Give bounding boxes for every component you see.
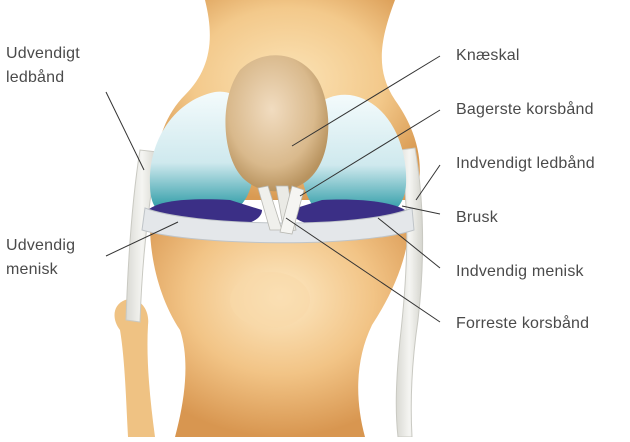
label-indvendigt-ledbaand: Indvendigt ledbånd	[456, 152, 595, 176]
leader-udvendigt-ledbaand	[106, 92, 144, 170]
label-brusk: Brusk	[456, 206, 498, 230]
label-forreste-korsbaand: Forreste korsbånd	[456, 312, 589, 336]
label-line: ledbånd	[6, 66, 80, 90]
label-line: menisk	[6, 258, 75, 282]
label-bagerste-korsbaand: Bagerste korsbånd	[456, 98, 594, 122]
label-knaeskal: Knæskal	[456, 44, 520, 68]
label-udvendig-menisk: Udvendig menisk	[6, 234, 75, 282]
label-line: Udvendig	[6, 234, 75, 258]
label-line: Udvendigt	[6, 42, 80, 66]
tibia-bone	[150, 222, 410, 437]
tibia-texture	[230, 272, 310, 328]
patella	[225, 55, 328, 191]
label-udvendigt-ledbaand: Udvendigt ledbånd	[6, 42, 80, 90]
label-indvendig-menisk: Indvendig menisk	[456, 260, 584, 284]
